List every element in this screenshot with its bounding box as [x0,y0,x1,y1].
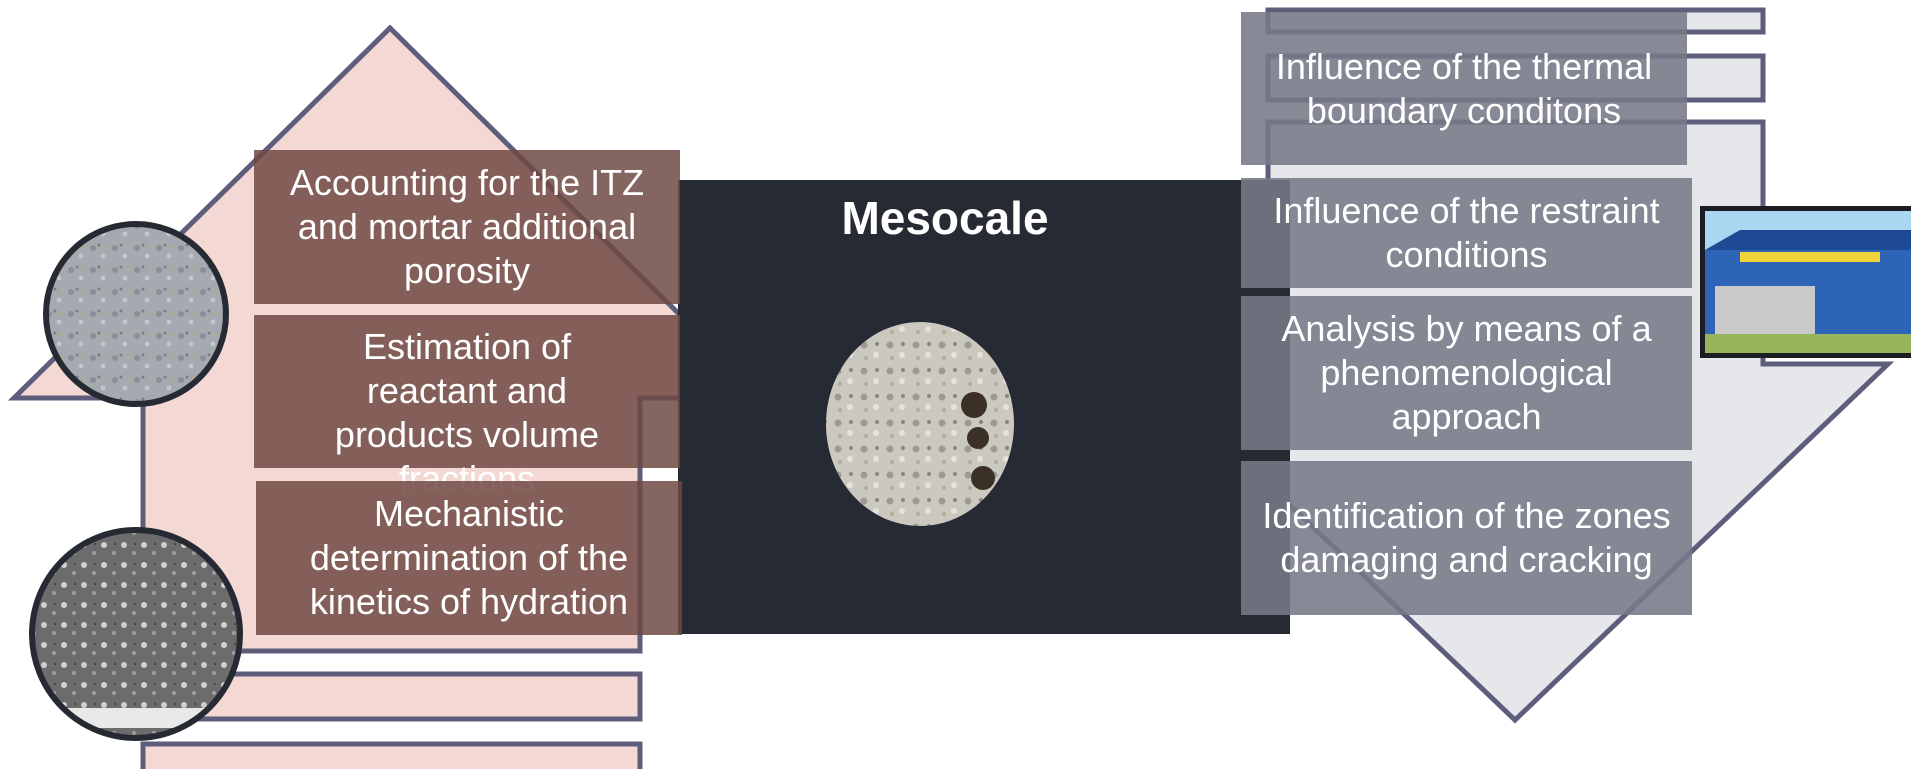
right-box-damage-cracking-text: Identification of the zones damaging and… [1262,495,1671,580]
up-arrow-stripe-2 [140,741,643,769]
left-box-volume-fractions-text: Estimation of reactant and products volu… [334,326,600,499]
right-box-phenomenological-text: Analysis by means of a phenomenological … [1281,308,1652,437]
diagram-title: Mesocale [841,192,1049,244]
building-photo [1700,206,1911,358]
right-box-thermal-boundary: Influence of the thermal boundary condit… [1241,12,1687,165]
concrete-sample-image [826,322,1014,526]
right-box-thermal-boundary-text: Influence of the thermal boundary condit… [1275,45,1653,131]
left-box-volume-fractions: Estimation of reactant and products volu… [254,315,680,499]
right-box-damage-cracking: Identification of the zones damaging and… [1241,461,1692,615]
right-box-phenomenological: Analysis by means of a phenomenological … [1241,296,1692,450]
left-box-hydration-kinetics: Mechanistic determination of the kinetic… [256,481,682,635]
right-box-restraint: Influence of the restraint conditions [1241,178,1692,288]
microstructure-image [29,527,243,741]
aggregate-photo [43,221,229,407]
left-box-itz-porosity-text: Accounting for the ITZ and mortar additi… [289,162,645,291]
right-box-restraint-text: Influence of the restraint conditions [1273,190,1660,275]
left-box-hydration-kinetics-text: Mechanistic determination of the kinetic… [309,493,629,622]
left-box-itz-porosity: Accounting for the ITZ and mortar additi… [254,150,680,304]
